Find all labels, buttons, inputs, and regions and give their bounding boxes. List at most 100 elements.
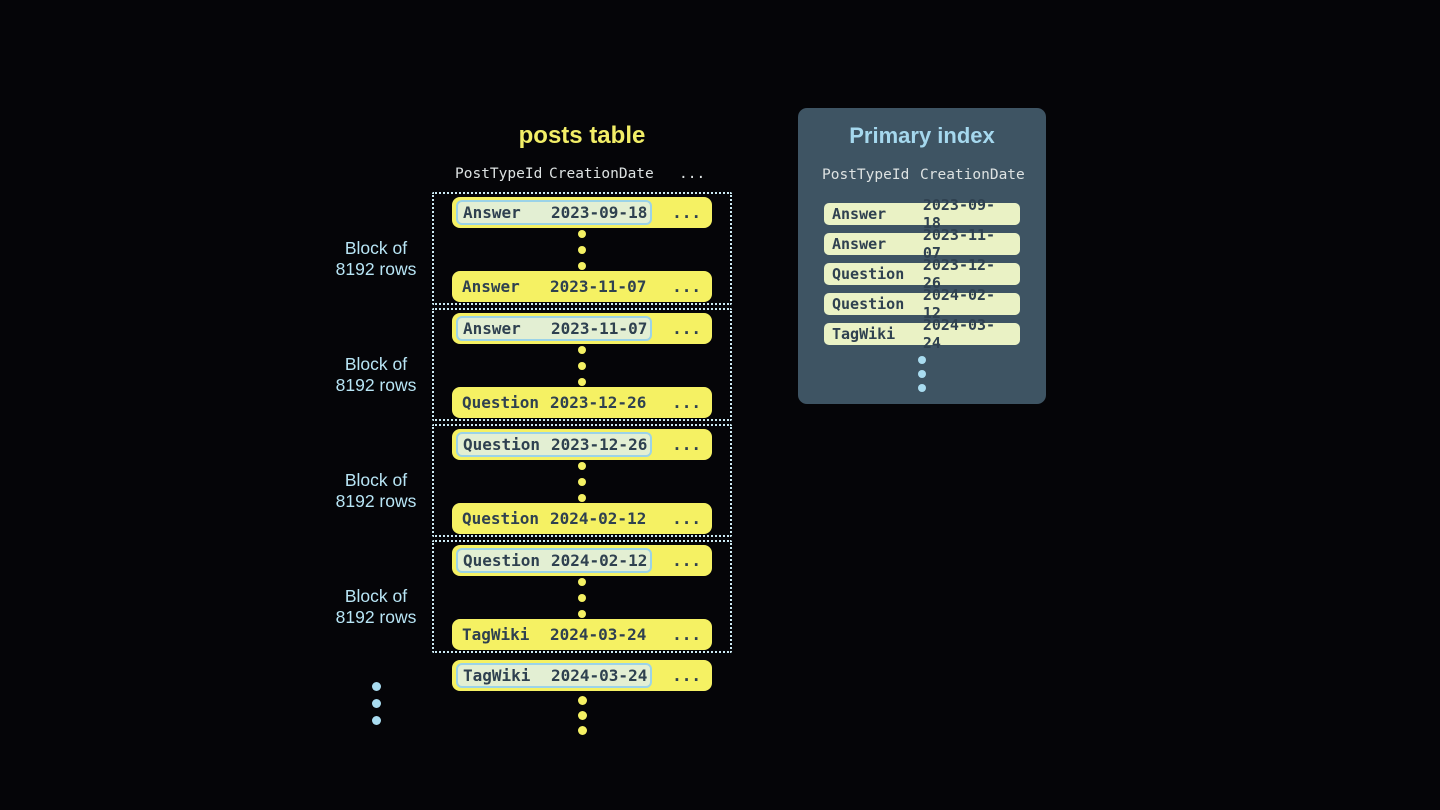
cell-posttypeid: TagWiki — [462, 625, 530, 644]
block-label: Block of 8192 rows — [335, 354, 417, 395]
column-header-creationdate: CreationDate — [920, 167, 1025, 183]
row-block-2: Answer 2023-11-07 ... Question 2023-12-2… — [432, 308, 732, 421]
row-block-3: Question 2023-12-26 ... Question 2024-02… — [432, 424, 732, 537]
cell-ellipsis: ... — [672, 509, 701, 528]
overflow-row: TagWiki 2024-03-24 ... — [452, 660, 712, 691]
cell-posttypeid: Answer — [832, 235, 887, 253]
row-highlight: TagWiki 2024-03-24 — [456, 663, 652, 688]
dot-icon — [578, 462, 586, 470]
primary-index-column-headers: PostTypeId CreationDate — [798, 167, 1046, 187]
column-header-ellipsis: ... — [679, 166, 706, 182]
dot-icon — [577, 696, 587, 705]
dot-icon — [371, 699, 381, 708]
index-row: Answer 2023-11-07 — [824, 226, 1020, 262]
row-block-1: Answer 2023-09-18 ... Answer 2023-11-07 … — [432, 192, 732, 305]
column-header-posttypeid: PostTypeId — [455, 166, 543, 182]
cell-ellipsis: ... — [672, 319, 701, 338]
cell-ellipsis: ... — [672, 666, 701, 685]
cell-posttypeid: Question — [462, 509, 540, 528]
dot-icon — [578, 246, 586, 254]
block-label: Block of 8192 rows — [335, 238, 417, 279]
column-header-posttypeid: PostTypeId — [822, 167, 910, 183]
vertical-ellipsis-dots — [434, 346, 730, 386]
index-row: TagWiki 2024-03-24 — [824, 316, 1020, 352]
table-row-first: Answer 2023-09-18 ... — [452, 197, 712, 228]
row-highlight: Question 2023-12-26 — [456, 432, 652, 457]
cell-creationdate: 2024-02-12 — [550, 509, 647, 528]
cell-creationdate: 2023-12-26 — [550, 393, 647, 412]
row-highlight: Answer 2023-09-18 — [456, 200, 652, 225]
dot-icon — [578, 346, 586, 354]
cell-creationdate: 2024-03-24 — [922, 316, 996, 352]
dot-icon — [371, 682, 381, 691]
index-row: Answer 2023-09-18 — [824, 196, 1020, 232]
dot-icon — [918, 356, 926, 364]
table-row-last: Answer 2023-11-07 ... — [452, 271, 712, 302]
cell-posttypeid: Question — [462, 393, 540, 412]
cell-creationdate: 2024-03-24 — [550, 625, 647, 644]
table-row-first: Question 2023-12-26 ... — [452, 429, 712, 460]
table-row-first: Question 2024-02-12 ... — [452, 545, 712, 576]
cell-posttypeid: Question — [463, 551, 541, 570]
dot-icon — [577, 711, 587, 720]
more-rows-dots — [568, 696, 596, 735]
cell-creationdate: 2023-11-07 — [550, 277, 647, 296]
vertical-ellipsis-dots — [434, 578, 730, 618]
dot-icon — [578, 478, 586, 486]
cell-posttypeid: Question — [832, 295, 905, 313]
row-highlight: Answer 2023-11-07 — [456, 316, 652, 341]
primary-index-title: Primary index — [849, 123, 995, 148]
block-label: Block of 8192 rows — [335, 586, 417, 627]
dot-icon — [918, 384, 926, 392]
cell-posttypeid: Answer — [463, 319, 521, 338]
cell-creationdate: 2023-11-07 — [551, 319, 648, 338]
cell-posttypeid: Answer — [463, 203, 521, 222]
cell-creationdate: 2023-12-26 — [551, 435, 648, 454]
vertical-ellipsis-dots — [434, 230, 730, 270]
cell-ellipsis: ... — [672, 625, 701, 644]
cell-posttypeid: TagWiki — [832, 325, 896, 343]
dot-icon — [578, 610, 586, 618]
vertical-ellipsis-dots — [434, 462, 730, 502]
cell-ellipsis: ... — [672, 277, 701, 296]
cell-posttypeid: Answer — [462, 277, 520, 296]
primary-index-rows: Answer 2023-09-18 Answer 2023-11-07 Ques… — [824, 196, 1020, 353]
dot-icon — [577, 726, 587, 735]
row-highlight: Question 2024-02-12 — [456, 548, 652, 573]
cell-posttypeid: Question — [832, 265, 905, 283]
dot-icon — [578, 378, 586, 386]
index-row: Question 2024-02-12 — [824, 286, 1020, 322]
dot-icon — [578, 594, 586, 602]
table-row-first: Answer 2023-11-07 ... — [452, 313, 712, 344]
cell-posttypeid: TagWiki — [463, 666, 531, 685]
cell-creationdate: 2023-09-18 — [922, 196, 996, 232]
cell-creationdate: 2023-09-18 — [551, 203, 648, 222]
block-label: Block of 8192 rows — [335, 470, 417, 511]
cell-posttypeid: Question — [463, 435, 541, 454]
cell-ellipsis: ... — [672, 551, 701, 570]
cell-creationdate: 2024-02-12 — [551, 551, 648, 570]
cell-creationdate: 2024-03-24 — [551, 666, 648, 685]
table-row-last: TagWiki 2024-03-24 ... — [452, 619, 712, 650]
cell-creationdate: 2023-12-26 — [922, 256, 996, 292]
table-row-last: Question 2024-02-12 ... — [452, 503, 712, 534]
cell-ellipsis: ... — [672, 393, 701, 412]
dot-icon — [371, 716, 381, 725]
cell-creationdate: 2024-02-12 — [922, 286, 996, 322]
dot-icon — [918, 370, 926, 378]
dot-icon — [578, 494, 586, 502]
column-header-creationdate: CreationDate — [549, 166, 654, 182]
table-row-last: Question 2023-12-26 ... — [452, 387, 712, 418]
more-index-rows-dots — [798, 356, 1046, 392]
cell-creationdate: 2023-11-07 — [922, 226, 996, 262]
dot-icon — [578, 362, 586, 370]
cell-posttypeid: Answer — [832, 205, 887, 223]
more-blocks-dots — [362, 682, 390, 725]
dot-icon — [578, 578, 586, 586]
index-row: Question 2023-12-26 — [824, 256, 1020, 292]
posts-table-column-headers: PostTypeId CreationDate ... — [432, 166, 732, 186]
dot-icon — [578, 262, 586, 270]
row-block-4: Question 2024-02-12 ... TagWiki 2024-03-… — [432, 540, 732, 653]
cell-ellipsis: ... — [672, 435, 701, 454]
